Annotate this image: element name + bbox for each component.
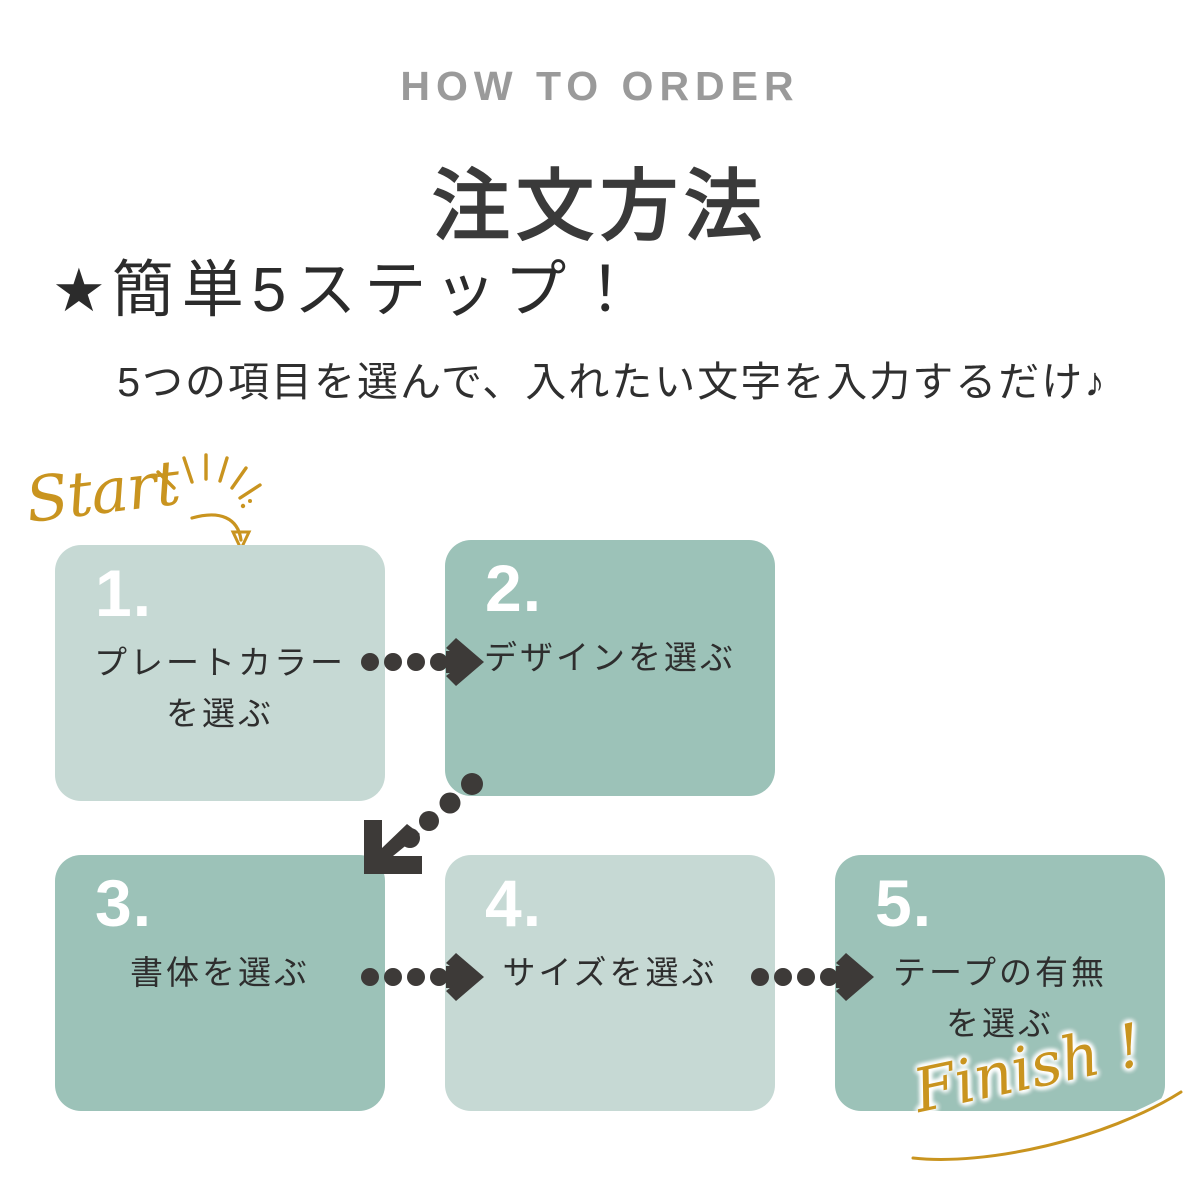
step-card-5[interactable]: 5. テープの有無 を選ぶ [835, 855, 1165, 1111]
start-label: Start [21, 445, 184, 537]
step-number-2: 2. [485, 551, 543, 625]
star-icon: ★ [52, 256, 106, 324]
step-number-1: 1. [95, 556, 153, 630]
page-eyebrow: HOW TO ORDER [400, 63, 800, 109]
page-title: 注文方法 [431, 162, 768, 251]
step-label-2: デザインを選ぶ [484, 639, 736, 676]
step-number-5: 5. [875, 866, 933, 940]
lead-headline-row: ★ 簡単5ステップ！ [52, 258, 1152, 323]
step-card-2[interactable]: 2. デザインを選ぶ [445, 540, 775, 796]
step-card-1[interactable]: 1. プレートカラー を選ぶ [55, 545, 385, 801]
step-label-5: テープの有無 を選ぶ [892, 954, 1108, 1043]
step-label-1: プレートカラー を選ぶ [94, 644, 346, 733]
step-card-4[interactable]: 4. サイズを選ぶ [445, 855, 775, 1111]
start-annotation: Start [21, 445, 284, 562]
step-number-4: 4. [485, 866, 543, 940]
finish-annotation: Finish ! [905, 1010, 1195, 1170]
start-sparkle-arrow-icon [156, 453, 262, 553]
step-label-3: 書体を選ぶ [130, 954, 310, 991]
step-card-3[interactable]: 3. 書体を選ぶ [55, 855, 385, 1111]
step-number-3: 3. [95, 866, 153, 940]
lead-subtext: 5つの項目を選んで、入れたい文字を入力するだけ♪ [117, 359, 1107, 405]
lead-headline: 簡単5ステップ！ [111, 256, 645, 325]
step-label-4: サイズを選ぶ [502, 954, 718, 991]
finish-underline-icon [908, 1087, 1186, 1164]
